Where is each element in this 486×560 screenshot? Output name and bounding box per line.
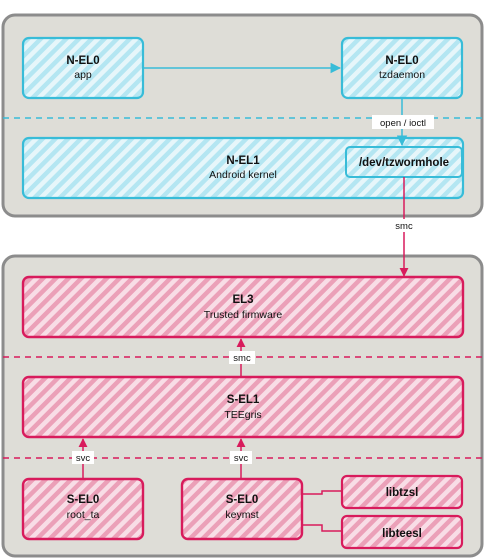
keymst-to-libteesl-connector [302,524,342,532]
n-el0-app-box: N-EL0 app [21,36,145,100]
el3-title: EL3 [232,294,253,306]
sel1-subtitle: TEEgris [224,409,261,421]
smc-world-label: smc [395,221,413,232]
tzdaemon-title: N-EL0 [385,55,418,67]
dev-tzwormhole-box: /dev/tzwormhole [345,146,463,178]
svc-keymst-edge-label: svc [230,451,252,464]
kernel-subtitle: Android kernel [209,169,277,181]
app-subtitle: app [74,69,92,81]
dev-tzwormhole-label: /dev/tzwormhole [359,157,449,169]
kernel-title: N-EL1 [226,155,260,167]
svc-root-ta-label: svc [76,453,91,464]
smc-secure-edge-label: smc [229,351,255,364]
s-el1-teegris-box: S-EL1 TEEgris [21,375,465,439]
libteesl-box: libteesl [340,514,464,550]
smc-secure-label: smc [233,353,251,364]
keymst-to-libtzsl-connector [302,490,342,495]
s-el0-keymst-box: S-EL0 keymst [180,477,304,541]
root-ta-title: S-EL0 [67,494,100,506]
smc-world-edge-label: smc [390,219,418,232]
tzdaemon-subtitle: tzdaemon [379,69,425,81]
libtzsl-label: libtzsl [386,487,419,499]
svc-keymst-label: svc [234,453,249,464]
svc-root-ta-edge-label: svc [72,451,94,464]
keymst-subtitle: keymst [225,509,258,521]
root-ta-subtitle: root_ta [67,509,100,521]
keymst-title: S-EL0 [226,494,259,506]
sel1-title: S-EL1 [227,394,260,406]
el3-subtitle: Trusted firmware [204,309,283,321]
app-title: N-EL0 [66,55,99,67]
el3-trusted-firmware-box: EL3 Trusted firmware [21,275,465,339]
n-el0-tzdaemon-box: N-EL0 tzdaemon [340,36,464,100]
s-el0-root-ta-box: S-EL0 root_ta [21,477,145,541]
open-ioctl-edge-label: open / ioctl [372,115,434,129]
libteesl-label: libteesl [382,528,422,540]
libtzsl-box: libtzsl [340,474,464,510]
open-ioctl-label: open / ioctl [380,118,426,129]
